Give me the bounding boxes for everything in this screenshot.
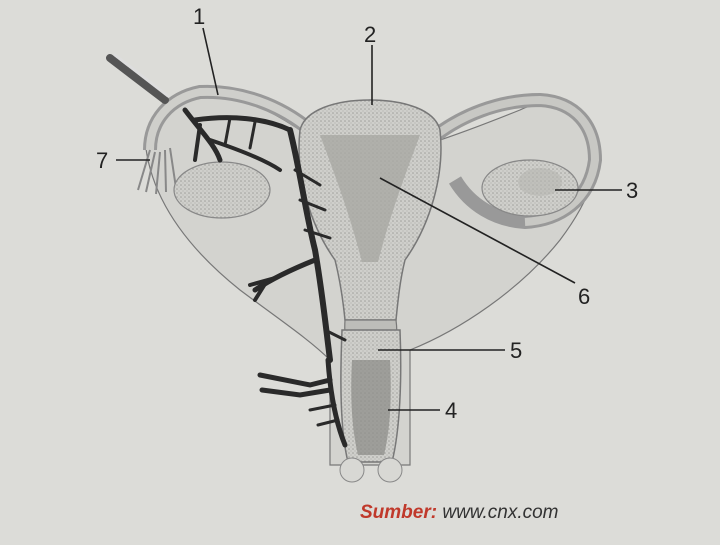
fimbriae [137, 147, 177, 195]
label-2: 2 [364, 22, 376, 47]
label-1: 1 [193, 4, 205, 29]
source-prefix: Sumber: [360, 502, 438, 523]
blood-vessels [106, 53, 348, 448]
source-credit: Sumber: www.cnx.com [360, 502, 559, 524]
label-5: 5 [510, 338, 522, 363]
uterine-cavity [320, 135, 420, 262]
source-url: www.cnx.com [442, 502, 559, 523]
left-ovary [173, 161, 271, 219]
leader-lines [116, 27, 622, 411]
label-7: 7 [96, 148, 108, 173]
label-6: 6 [578, 284, 590, 309]
label-3: 3 [626, 178, 638, 203]
label-4: 4 [445, 398, 457, 423]
